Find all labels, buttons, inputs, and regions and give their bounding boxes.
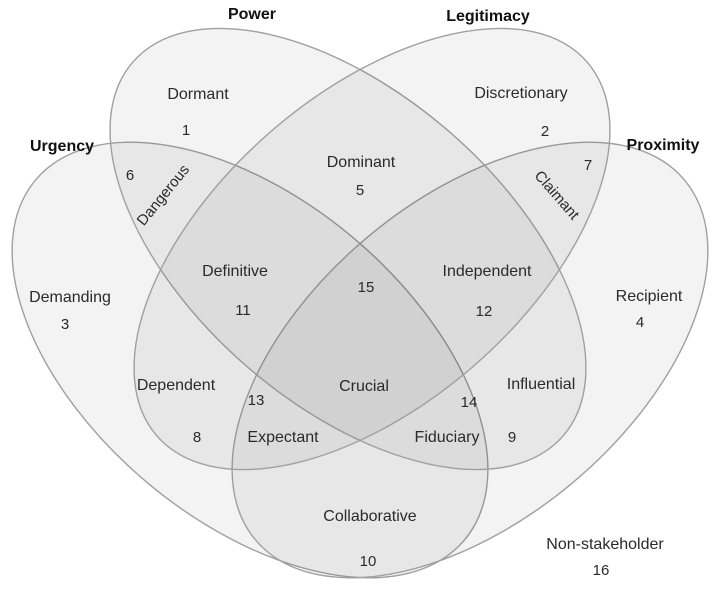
region-independent-name: Independent <box>443 263 533 280</box>
set-label-proximity: Proximity <box>627 137 700 154</box>
set-label-urgency: Urgency <box>30 138 94 155</box>
region-crucial-name: Crucial <box>339 378 389 395</box>
region-non-stakeholder-name: Non-stakeholder <box>546 536 664 553</box>
region-definitive-number: 11 <box>235 302 251 319</box>
region-independent-number: 12 <box>476 303 493 320</box>
region-fiduciary-name: Fiduciary <box>415 429 480 446</box>
set-label-power: Power <box>228 6 276 23</box>
region-demanding-name: Demanding <box>29 289 111 306</box>
region-fiduciary-number: 14 <box>461 394 478 411</box>
region-dominant-number: 5 <box>356 182 364 199</box>
region-expectant-number: 13 <box>248 392 265 409</box>
region-definitive-name: Definitive <box>202 263 268 280</box>
region-crucial-number: 15 <box>358 279 375 296</box>
region-discretionary-name: Discretionary <box>474 85 567 102</box>
region-non-stakeholder-number: 16 <box>593 562 610 579</box>
set-label-legitimacy: Legitimacy <box>446 8 530 25</box>
region-dormant-name: Dormant <box>167 86 229 103</box>
region-collaborative-name: Collaborative <box>323 508 416 525</box>
region-recipient-number: 4 <box>636 314 644 331</box>
region-discretionary-number: 2 <box>541 123 549 140</box>
power-ellipse <box>109 27 587 471</box>
region-influential-name: Influential <box>507 376 576 393</box>
region-expectant-name: Expectant <box>247 429 319 446</box>
region-collaborative-number: 10 <box>360 553 377 570</box>
region-dormant-number: 1 <box>182 122 190 139</box>
region-dependent-name: Dependent <box>137 377 216 394</box>
region-claimant-number: 7 <box>584 157 592 174</box>
region-dangerous-number: 6 <box>126 167 134 184</box>
region-dependent-number: 8 <box>193 429 201 446</box>
region-dominant-name: Dominant <box>327 154 396 171</box>
region-recipient-name: Recipient <box>616 288 683 305</box>
legitimacy-ellipse <box>133 27 611 471</box>
urgency-ellipse <box>11 141 489 579</box>
proximity-ellipse <box>231 141 709 579</box>
region-influential-number: 9 <box>508 429 516 446</box>
region-demanding-number: 3 <box>61 316 69 333</box>
